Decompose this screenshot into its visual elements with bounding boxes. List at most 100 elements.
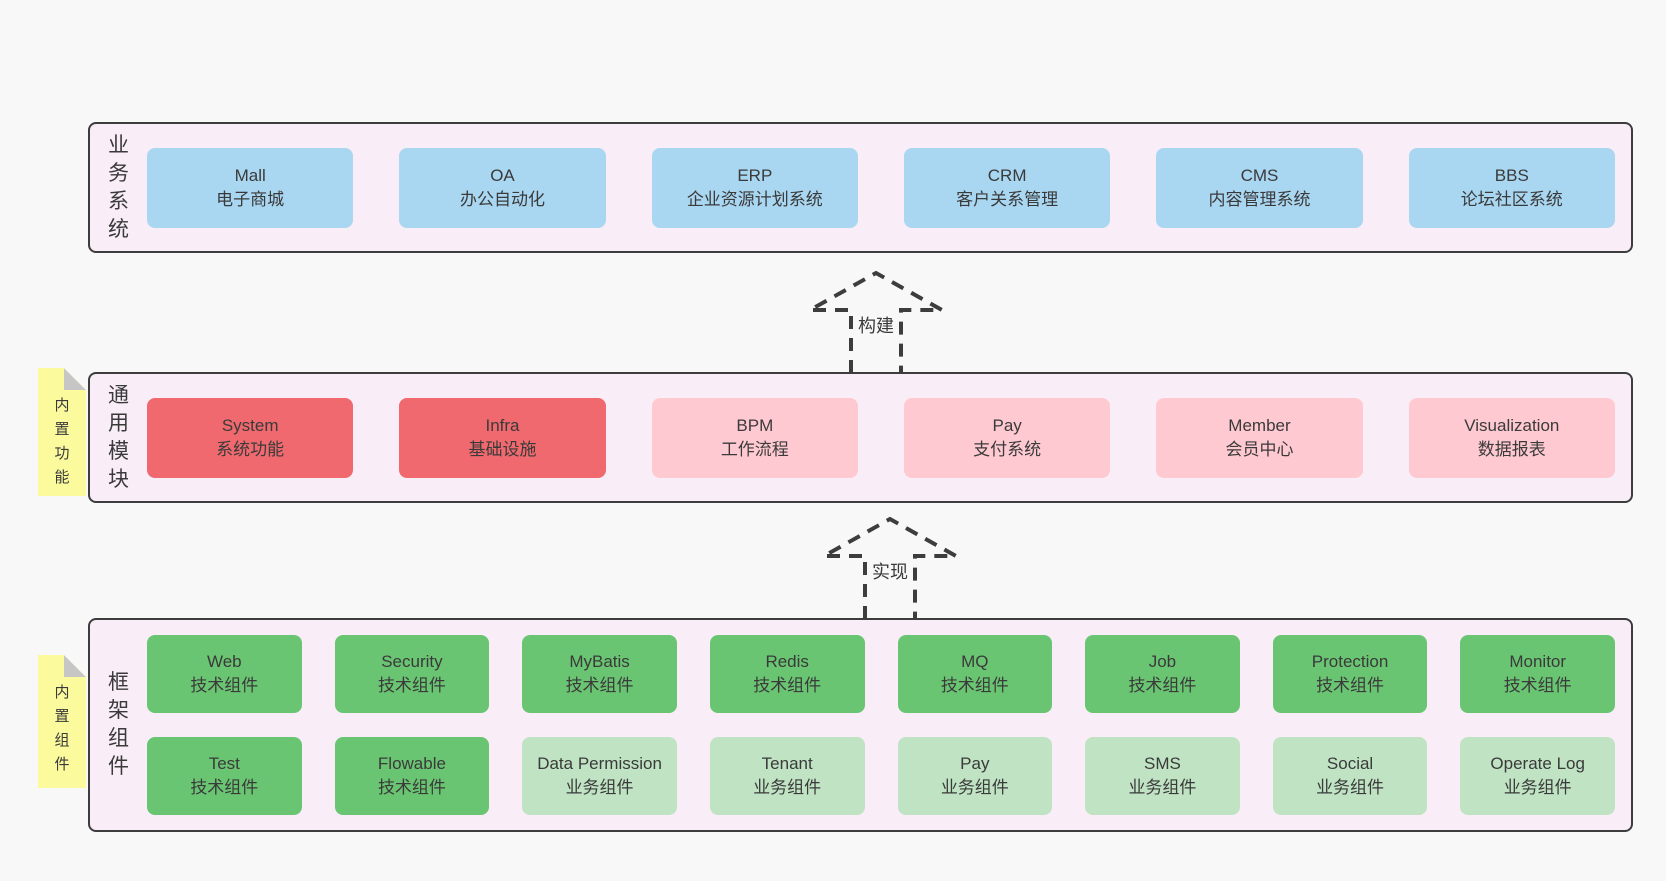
box-pay: Pay 支付系统 <box>903 397 1111 478</box>
box-name-zh: 技术组件 <box>377 676 446 695</box>
box-name-zh: 数据报表 <box>1477 439 1546 459</box>
sticky-tag-builtin-components: 内置组件 <box>38 655 86 788</box>
box-name-zh: 工作流程 <box>720 439 789 459</box>
build-arrow: 构建 <box>806 270 946 373</box>
layer-framework-components-label: 框架组件 <box>108 671 129 778</box>
box-name-zh: 技术组件 <box>190 778 259 797</box>
box-name-en: Infra <box>485 415 520 435</box>
dashed-up-arrow-icon <box>820 516 960 619</box>
box-oa: OA 办公自动化 <box>399 147 606 228</box>
box-name-zh: 技术组件 <box>1503 676 1572 695</box>
box-name-en: Data Permission <box>537 754 662 773</box>
folded-corner-icon <box>64 368 86 390</box>
box-name-zh: 技术组件 <box>377 778 446 797</box>
dashed-up-arrow-icon <box>806 270 946 373</box>
box-name-en: OA <box>490 165 515 185</box>
box-name-en: Pay <box>992 415 1022 435</box>
box-job: Job 技术组件 <box>1085 635 1240 713</box>
build-arrow-label: 构建 <box>854 312 898 338</box>
box-name-zh: 业务组件 <box>1316 778 1385 797</box>
layer-common-modules-label: 通用模块 <box>108 383 129 491</box>
box-name-zh: 支付系统 <box>973 439 1042 459</box>
box-name-zh: 客户关系管理 <box>956 189 1059 209</box>
box-name-en: Job <box>1148 652 1177 671</box>
box-name-en: BBS <box>1494 165 1529 185</box>
box-test: Test 技术组件 <box>147 737 302 815</box>
box-name-en: Monitor <box>1509 652 1567 671</box>
box-mybatis: MyBatis 技术组件 <box>522 635 677 713</box>
box-name-en: Redis <box>765 652 809 671</box>
box-tenant: Tenant 业务组件 <box>709 737 865 815</box>
layer-business-systems-label: 业务系统 <box>108 133 129 241</box>
box-social: Social 业务组件 <box>1272 737 1428 815</box>
box-name-en: Flowable <box>377 754 446 773</box>
module-boxes: System 系统功能 Infra 基础设施 BPM 工作流程 Pay 支付系统 Member 会… <box>147 374 1631 501</box>
box-name-en: Member <box>1228 415 1291 435</box>
box-name-zh: 技术组件 <box>565 676 634 695</box>
box-name-en: Protection <box>1311 652 1389 671</box>
box-name-en: BPM <box>736 415 774 435</box>
box-data-permission: Data Permission 业务组件 <box>522 737 677 815</box>
folded-corner-icon <box>64 655 86 677</box>
sticky-tag-builtin-features: 内置功能 <box>38 368 86 496</box>
box-security: Security 技术组件 <box>334 635 490 713</box>
box-system: System 系统功能 <box>147 397 354 478</box>
box-name-en: MQ <box>961 652 989 671</box>
box-name-zh: 技术组件 <box>753 676 822 695</box>
box-name-zh: 会员中心 <box>1225 439 1294 459</box>
sticky-tag-builtin-features-label: 内置功能 <box>54 397 70 486</box>
box-protection: Protection 技术组件 <box>1272 635 1428 713</box>
box-name-en: CMS <box>1240 165 1279 185</box>
box-name-zh: 业务组件 <box>1128 778 1197 797</box>
box-name-zh: 技术组件 <box>1316 676 1385 695</box>
box-name-en: SMS <box>1144 754 1181 773</box>
box-name-en: MyBatis <box>569 652 630 671</box>
box-name-zh: 技术组件 <box>1128 676 1197 695</box>
implement-arrow-label: 实现 <box>868 558 912 584</box>
box-name-zh: 业务组件 <box>753 778 822 797</box>
box-member: Member 会员中心 <box>1156 397 1363 478</box>
implement-arrow: 实现 <box>820 516 960 619</box>
layer-common-modules: 通用模块 System 系统功能 Infra 基础设施 BPM 工作流程 Pay 支付系统 Me… <box>88 372 1633 503</box>
box-name-en: Mall <box>234 165 266 185</box>
box-bpm: BPM 工作流程 <box>651 397 858 478</box>
box-flowable: Flowable 技术组件 <box>334 737 490 815</box>
box-name-zh: 内容管理系统 <box>1208 189 1311 209</box>
box-name-zh: 技术组件 <box>190 676 259 695</box>
box-row: System 系统功能 Infra 基础设施 BPM 工作流程 Pay 支付系统 Member 会… <box>147 397 1615 478</box>
box-name-zh: 基础设施 <box>468 439 537 459</box>
box-name-zh: 办公自动化 <box>459 189 545 209</box>
box-name-en: Pay <box>960 754 990 773</box>
box-cms: CMS 内容管理系统 <box>1156 147 1363 228</box>
box-visualization: Visualization 数据报表 <box>1408 397 1615 478</box>
box-name-en: Operate Log <box>1490 754 1585 773</box>
box-name-en: Visualization <box>1464 415 1560 435</box>
box-monitor: Monitor 技术组件 <box>1460 635 1615 713</box>
box-name-en: ERP <box>737 165 773 185</box>
box-name-en: Test <box>208 754 240 773</box>
box-name-en: System <box>221 415 279 435</box>
box-name-en: Security <box>381 652 443 671</box>
box-name-en: Tenant <box>761 754 813 773</box>
box-name-zh: 业务组件 <box>565 778 634 797</box>
box-sms: SMS 业务组件 <box>1085 737 1240 815</box>
box-redis: Redis 技术组件 <box>709 635 865 713</box>
box-name-en: CRM <box>987 165 1027 185</box>
box-name-zh: 业务组件 <box>940 778 1009 797</box>
box-name-zh: 系统功能 <box>216 439 285 459</box>
box-name-en: Social <box>1326 754 1374 773</box>
